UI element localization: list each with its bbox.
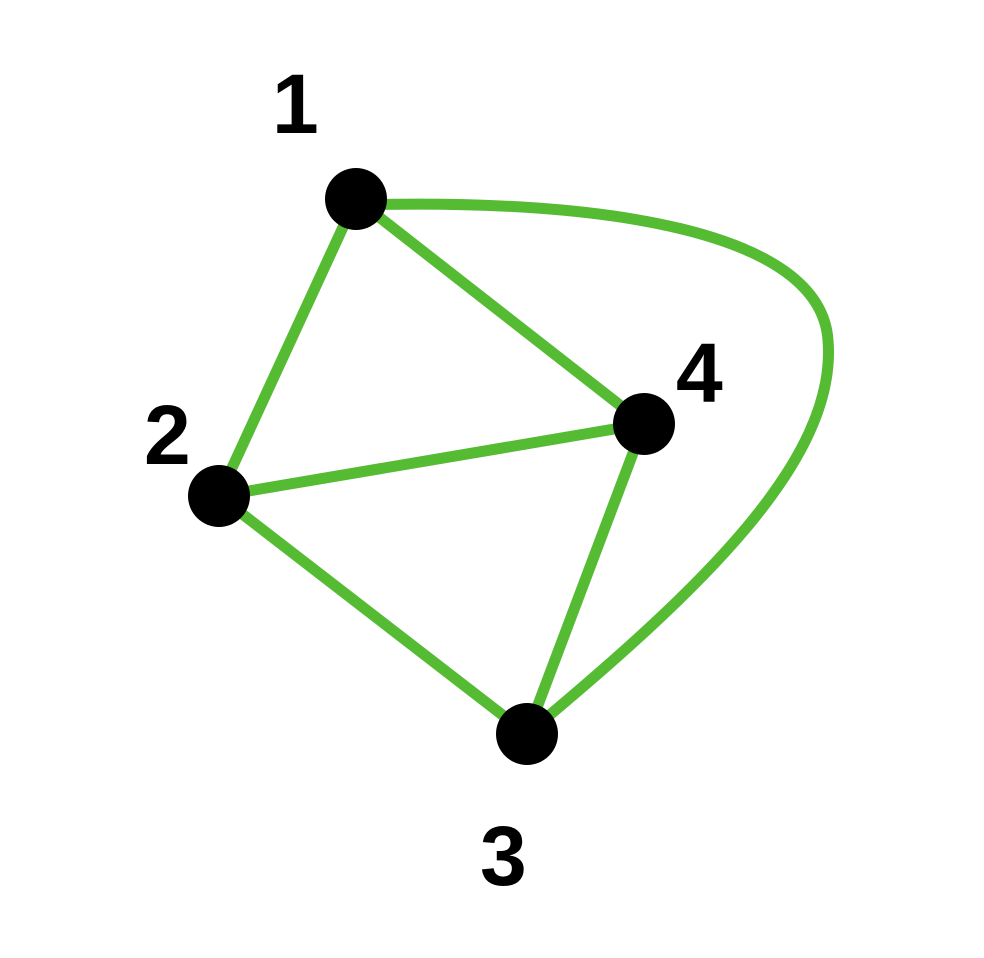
edge-2-4 [213, 418, 650, 502]
edge-2-3 [213, 490, 533, 740]
node-3 [496, 703, 558, 765]
edge-1-2 [213, 193, 362, 502]
node-label-4: 4 [676, 326, 723, 420]
node-label-2: 2 [144, 388, 191, 482]
node-label-3: 3 [480, 809, 527, 903]
node-1 [325, 168, 387, 230]
edge-1-4 [350, 193, 650, 430]
node-label-1: 1 [272, 57, 319, 151]
edge-1-3-curved [350, 198, 834, 740]
edge-4-3 [521, 418, 650, 740]
node-2 [188, 465, 250, 527]
node-4 [613, 393, 675, 455]
